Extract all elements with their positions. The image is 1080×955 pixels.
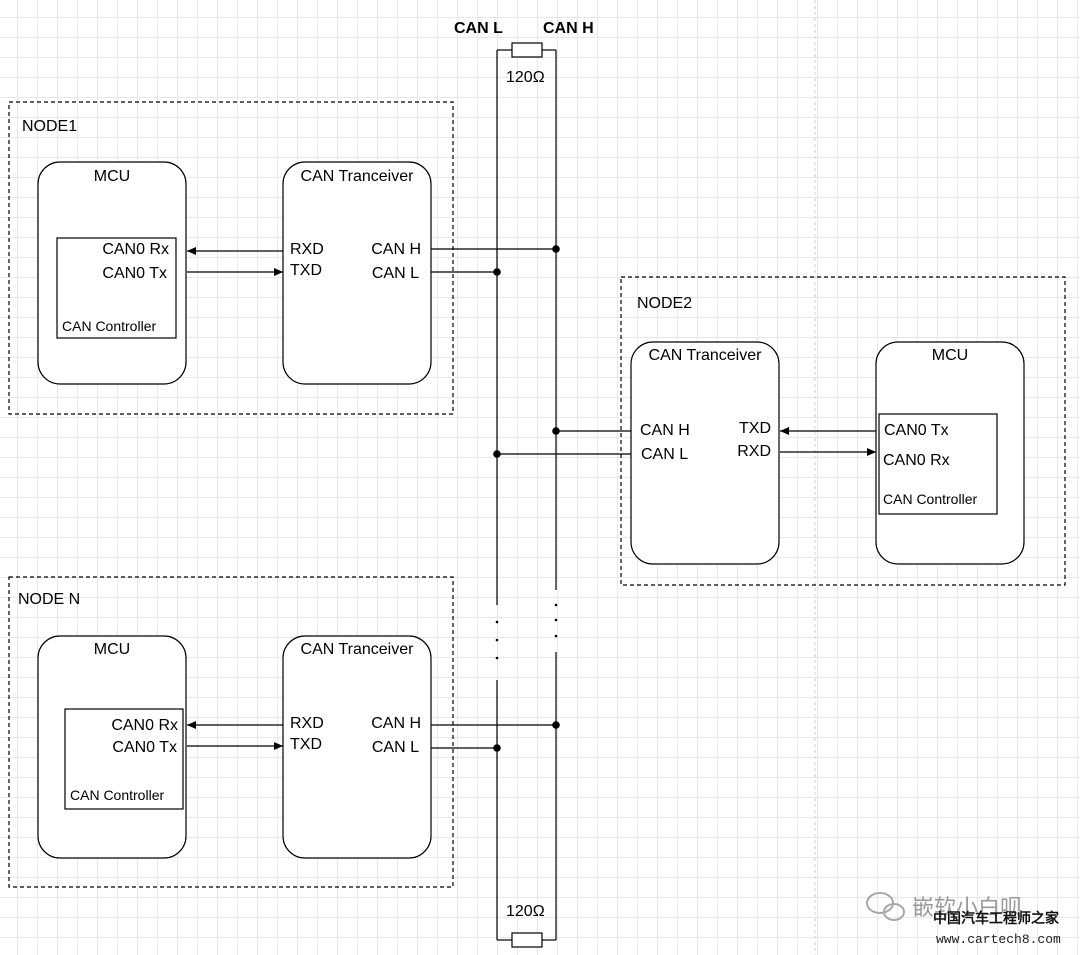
- nodeN-transceiver-box: [282, 635, 432, 859]
- node1-canh-label: CAN H: [371, 241, 421, 258]
- can-bus: CAN L CAN H 120Ω 120Ω: [454, 20, 594, 948]
- nodeN-canh-label: CAN H: [371, 715, 421, 732]
- node1-title: NODE1: [22, 118, 77, 135]
- node2-canh-junction: [552, 427, 560, 435]
- node2-canh-label: CAN H: [640, 422, 690, 439]
- node1-canl-junction: [493, 268, 501, 276]
- node2-txd-label: TXD: [739, 420, 771, 437]
- node1-mcu-pin-b: CAN0 Tx: [102, 265, 167, 282]
- site-name: 中国汽车工程师之家: [933, 910, 1060, 926]
- node2-mcu-pin-a: CAN0 Tx: [884, 422, 949, 439]
- node1-rxd-label: RXD: [290, 241, 324, 258]
- nodeN-controller-label: CAN Controller: [70, 787, 164, 803]
- nodeN-transceiver-title: CAN Tranceiver: [301, 641, 415, 658]
- node1-canh-junction: [552, 245, 560, 253]
- node2-mcu-pin-b: CAN0 Rx: [883, 452, 950, 469]
- node1: NODE1 MCU CAN0 Rx CAN0 Tx CAN Controller…: [8, 101, 560, 415]
- watermark: 嵌软小白呗 中国汽车工程师之家 www.cartech8.com: [866, 892, 1061, 947]
- nodeN: NODE N MCU CAN0 Rx CAN0 Tx CAN Controlle…: [8, 576, 560, 888]
- nodeN-mcu-title: MCU: [94, 641, 130, 658]
- nodeN-canh-junction: [552, 721, 560, 729]
- nodeN-txd-label: TXD: [290, 736, 322, 753]
- node2-transceiver-box: [630, 341, 780, 565]
- node2-canl-label: CAN L: [641, 446, 688, 463]
- nodeN-mcu-pin-a: CAN0 Rx: [111, 717, 178, 734]
- site-url: www.cartech8.com: [936, 932, 1061, 947]
- node2-mcu-title: MCU: [932, 347, 968, 364]
- top-resistor: [511, 42, 543, 58]
- node1-txd-label: TXD: [290, 262, 322, 279]
- node1-transceiver-title: CAN Tranceiver: [301, 168, 415, 185]
- wechat-icon: [866, 892, 905, 921]
- node2: NODE2 CAN Tranceiver CAN H CAN L TXD RXD…: [493, 276, 1066, 586]
- node2-can-controller-box: [878, 413, 998, 515]
- node1-canl-label: CAN L: [372, 265, 419, 282]
- node1-mcu-title: MCU: [94, 168, 130, 185]
- node2-rxd-label: RXD: [737, 443, 771, 460]
- nodeN-canl-label: CAN L: [372, 739, 419, 756]
- bottom-resistor: [511, 932, 543, 948]
- nodeN-mcu-pin-b: CAN0 Tx: [112, 739, 177, 756]
- nodeN-title: NODE N: [18, 591, 80, 608]
- wechat-account-name: 嵌软小白呗: [912, 895, 1022, 920]
- can-h-bus-label: CAN H: [543, 20, 594, 37]
- nodeN-boundary: [8, 576, 454, 888]
- nodeN-canl-junction: [493, 744, 501, 752]
- top-resistor-label: 120Ω: [506, 69, 545, 86]
- bottom-resistor-label: 120Ω: [506, 903, 545, 920]
- node2-title: NODE2: [637, 295, 692, 312]
- node2-boundary: [620, 276, 1066, 586]
- node2-canl-junction: [493, 450, 501, 458]
- nodeN-rxd-label: RXD: [290, 715, 324, 732]
- node1-mcu-pin-a: CAN0 Rx: [102, 241, 169, 258]
- bus-ellipsis: [495, 603, 558, 660]
- nodeN-can-controller-box: [64, 708, 184, 810]
- node1-controller-label: CAN Controller: [62, 318, 156, 334]
- node2-controller-label: CAN Controller: [883, 491, 977, 507]
- node1-can-controller-box: [56, 237, 177, 339]
- node2-transceiver-title: CAN Tranceiver: [649, 347, 763, 364]
- can-l-bus-label: CAN L: [454, 20, 503, 37]
- node1-transceiver-box: [282, 161, 432, 385]
